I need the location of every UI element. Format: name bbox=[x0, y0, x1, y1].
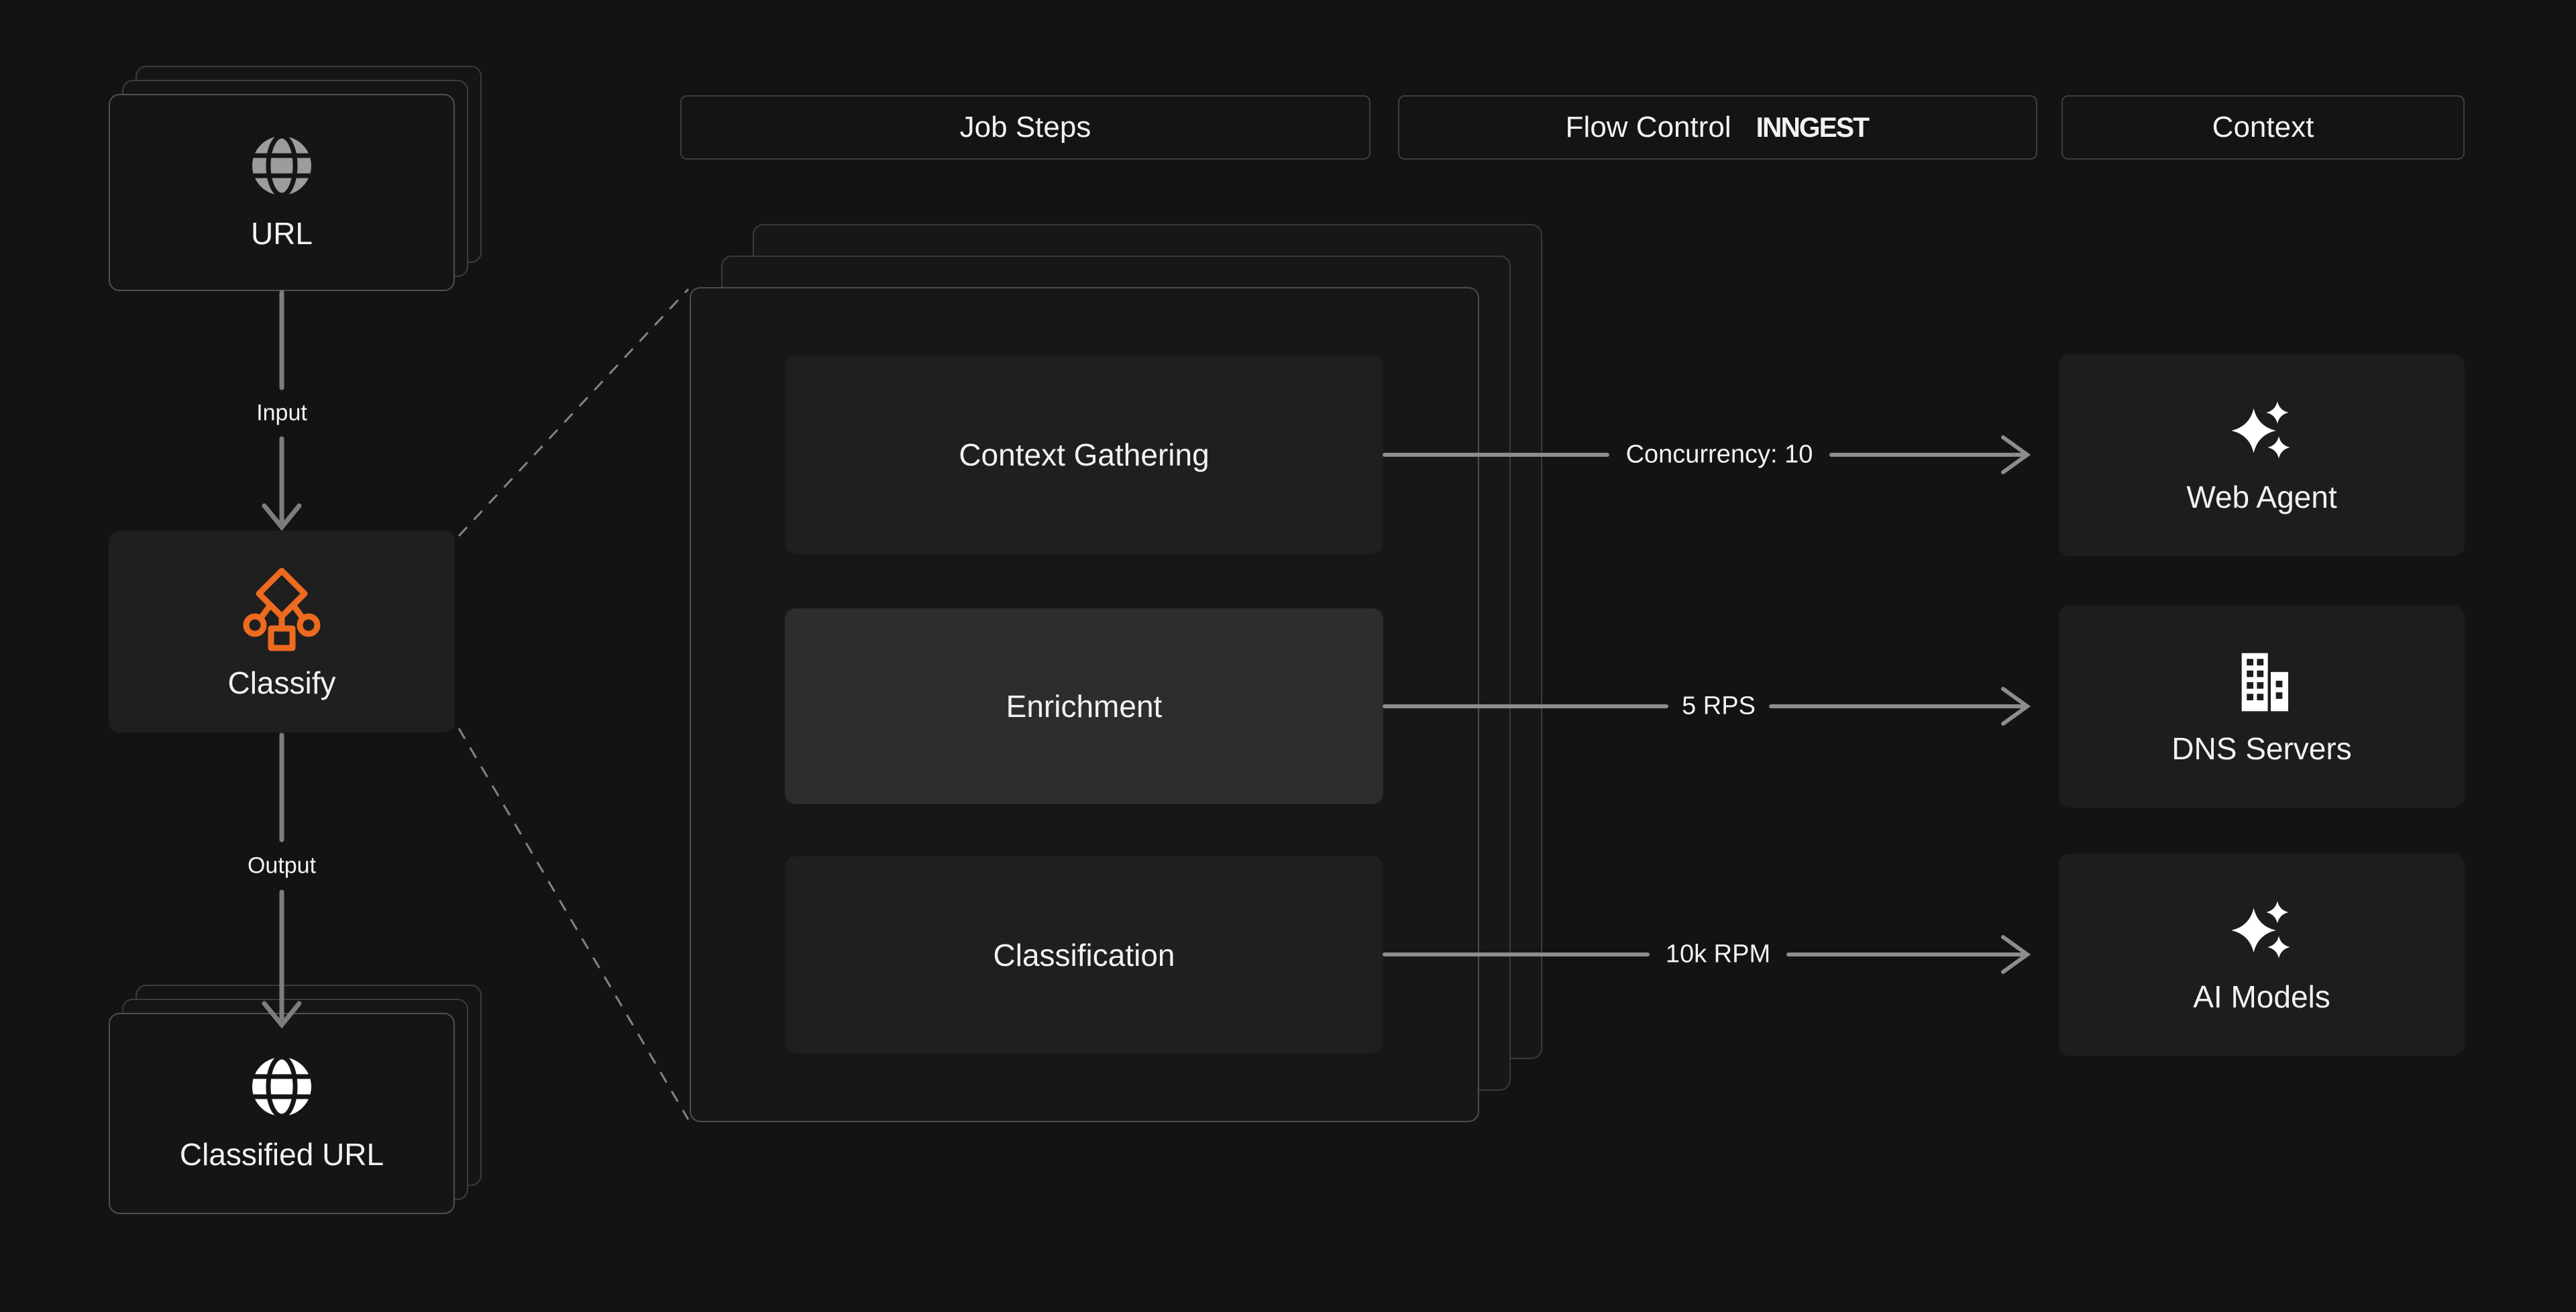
step-classification: Classification bbox=[785, 857, 1383, 1053]
header-flow-control: Flow Control INNGEST bbox=[1398, 95, 2037, 160]
step-enrichment: Enrichment bbox=[785, 608, 1383, 804]
header-flow-control-label: Flow Control bbox=[1565, 111, 1731, 144]
input-arrowhead bbox=[262, 503, 302, 531]
step-context-gathering: Context Gathering bbox=[785, 356, 1383, 554]
input-arrow-label: Input bbox=[256, 400, 307, 426]
sparkles-icon bbox=[2231, 400, 2290, 459]
flow-label-rps: 5 RPS bbox=[1682, 692, 1756, 720]
workflow-icon bbox=[243, 567, 321, 651]
dashed-link-bottom bbox=[458, 728, 690, 1120]
header-job-steps: Job Steps bbox=[680, 95, 1371, 160]
url-card-label: URL bbox=[250, 216, 313, 251]
context-card-label: Web Agent bbox=[2186, 479, 2337, 514]
context-card-dns-servers: DNS Servers bbox=[2059, 606, 2465, 808]
buildings-icon bbox=[2241, 653, 2288, 711]
classify-card: Classify bbox=[109, 531, 455, 732]
flow-arrowhead bbox=[2001, 687, 2031, 726]
context-card-label: DNS Servers bbox=[2171, 730, 2352, 766]
globe-icon bbox=[252, 133, 311, 198]
context-card-label: AI Models bbox=[2193, 979, 2330, 1014]
step-label: Enrichment bbox=[1006, 689, 1163, 724]
inngest-wordmark: INNGEST bbox=[1756, 111, 1869, 143]
context-card-web-agent: Web Agent bbox=[2059, 354, 2465, 556]
dashed-link-top bbox=[458, 288, 690, 537]
header-job-steps-label: Job Steps bbox=[959, 111, 1091, 144]
context-card-ai-models: AI Models bbox=[2059, 854, 2465, 1056]
url-card: URL bbox=[109, 94, 455, 291]
flow-label-concurrency: Concurrency: 10 bbox=[1625, 440, 1813, 469]
sparkles-icon bbox=[2231, 900, 2290, 959]
classify-card-label: Classify bbox=[227, 665, 336, 700]
header-context-label: Context bbox=[2212, 111, 2314, 144]
classified-url-card: Classified URL bbox=[109, 1013, 455, 1214]
globe-icon bbox=[252, 1054, 311, 1119]
header-context: Context bbox=[2061, 95, 2465, 160]
step-label: Context Gathering bbox=[959, 437, 1210, 472]
classified-url-card-label: Classified URL bbox=[179, 1137, 384, 1172]
output-arrow-label: Output bbox=[247, 853, 317, 879]
flow-label-rpm: 10k RPM bbox=[1665, 940, 1771, 969]
step-label: Classification bbox=[993, 937, 1175, 973]
flow-arrowhead bbox=[2001, 435, 2031, 474]
flow-arrowhead bbox=[2001, 935, 2031, 974]
